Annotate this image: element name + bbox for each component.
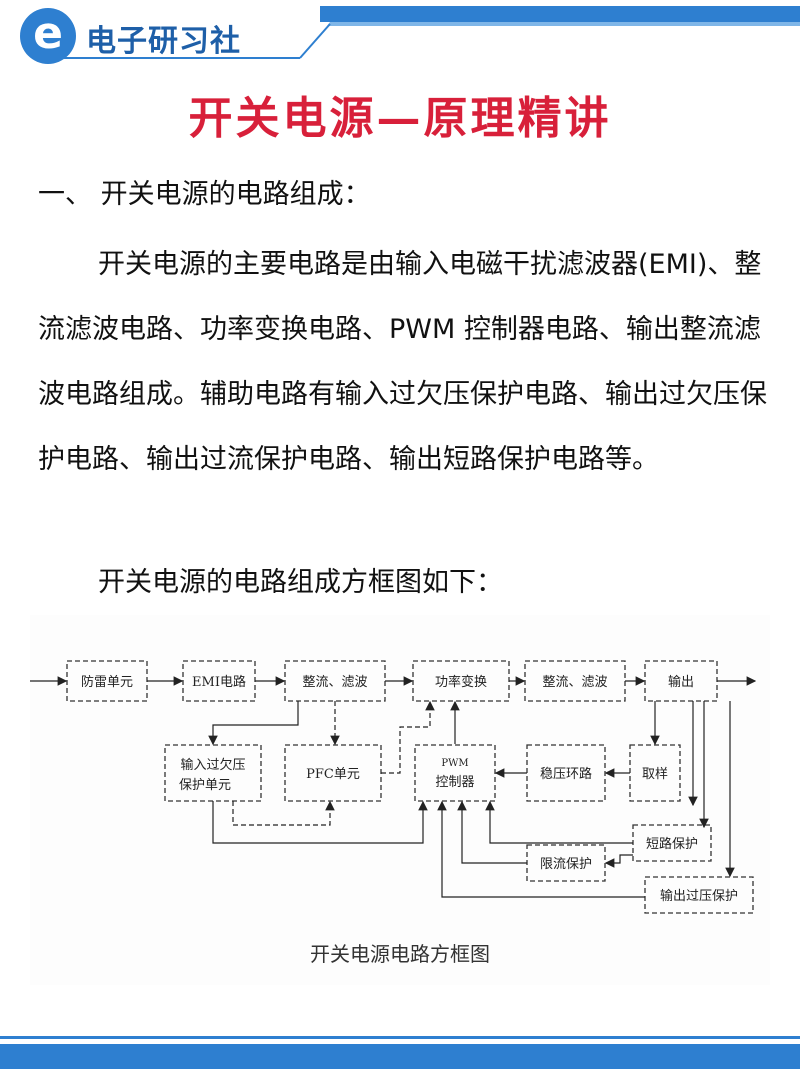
page-title: 开关电源—原理精讲 xyxy=(188,93,612,144)
label-lightning: 防雷单元 xyxy=(81,674,133,690)
header-banner: e 电子研习社 xyxy=(0,0,800,70)
body-paragraph: 开关电源的主要电路是由输入电磁干扰滤波器(EMI)、整流滤波电路、功率变换电路、… xyxy=(38,232,773,492)
block-pwm xyxy=(414,744,496,802)
label-input-protect-2: 保护单元 xyxy=(179,778,231,793)
label-sample: 取样 xyxy=(642,767,668,782)
label-output-over-protect: 输出过压保护 xyxy=(660,888,738,904)
banner-stripes xyxy=(0,0,800,60)
diagram-intro: 开关电源的电路组成方框图如下： xyxy=(98,567,503,598)
brand-name: 电子研习社 xyxy=(86,24,241,59)
logo-letter: e xyxy=(33,8,63,59)
label-rectify1: 整流、滤波 xyxy=(302,675,367,690)
label-regulate: 稳压环路 xyxy=(540,766,592,782)
label-power: 功率变换 xyxy=(435,674,487,690)
label-emi: EMI电路 xyxy=(192,674,246,690)
label-pfc: PFC单元 xyxy=(306,767,360,782)
section-heading: 一、 开关电源的电路组成： xyxy=(38,179,371,210)
label-short-protect: 短路保护 xyxy=(646,836,698,852)
paragraph-text: 开关电源的主要电路是由输入电磁干扰滤波器(EMI)、整流滤波电路、功率变换电路、… xyxy=(38,249,767,475)
footer-line xyxy=(0,1036,800,1039)
label-input-protect-1: 输入过欠压 xyxy=(180,757,245,773)
block-diagram-svg: 防雷单元 EMI电路 整流、滤波 功率变换 整流、滤波 输出 输入过欠压 保护单… xyxy=(30,660,757,914)
block-diagram: 防雷单元 EMI电路 整流、滤波 功率变换 整流、滤波 输出 输入过欠压 保护单… xyxy=(30,615,770,985)
label-rectify2: 整流、滤波 xyxy=(542,675,607,690)
logo-icon: e xyxy=(20,8,76,64)
label-current-limit: 限流保护 xyxy=(540,857,592,872)
label-pwm-1: PWM xyxy=(441,758,468,769)
label-output: 输出 xyxy=(668,674,694,690)
footer-bar xyxy=(0,1044,800,1069)
label-pwm-2: 控制器 xyxy=(435,775,474,790)
diagram-caption: 开关电源电路方框图 xyxy=(310,942,490,966)
